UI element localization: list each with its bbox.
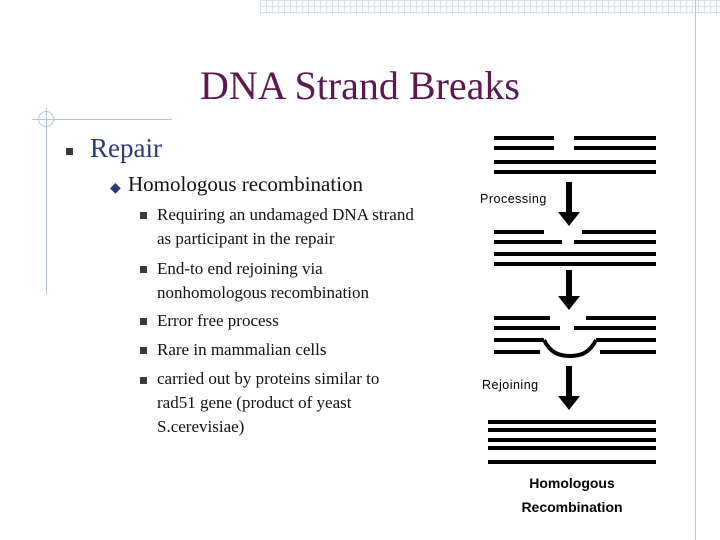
bullet-item-2-line-2: nonhomologous recombination <box>157 283 370 302</box>
bullet-item-3: Error free process <box>157 309 467 333</box>
homologous-recombination-diagram: Processing Rejoining Homologous <box>480 136 656 515</box>
caption-line-1: Homologous <box>529 475 615 491</box>
decorative-circle <box>38 111 54 127</box>
bullet-repair: Repair <box>90 133 162 163</box>
decorative-rule-horizontal <box>32 119 172 120</box>
bullet-item-4: Rare in mammalian cells <box>157 338 467 362</box>
bullet-item-5-line-2: rad51 gene (product of yeast <box>157 393 352 412</box>
bullet-square <box>140 318 147 325</box>
bullet-item-4-line-1: Rare in mammalian cells <box>157 340 327 359</box>
caption-line-2: Recombination <box>521 499 622 515</box>
label-rejoining: Rejoining <box>482 378 539 392</box>
decorative-rule-left <box>46 108 47 294</box>
bullet-item-3-line-1: Error free process <box>157 311 279 330</box>
stage-processed-strands <box>494 230 656 266</box>
label-processing: Processing <box>480 192 547 206</box>
bullet-item-5-line-3: S.cerevisiae) <box>157 417 245 436</box>
arrow-down-icon <box>558 270 580 310</box>
arrow-down-icon <box>558 182 580 226</box>
diamond-bullet-icon: ◆ <box>110 181 121 196</box>
bullet-item-2-line-1: End-to end rejoining via <box>157 259 323 278</box>
decorative-grid <box>260 0 720 14</box>
bullet-square <box>66 148 73 155</box>
arrow-down-icon <box>558 366 580 410</box>
decorative-rule-right <box>695 0 696 540</box>
bullet-item-1: Requiring an undamaged DNA strand as par… <box>157 203 467 251</box>
stage-broken-strands <box>494 136 656 174</box>
stage-strand-invasion <box>494 316 656 359</box>
stage-repaired-strands <box>488 420 656 464</box>
slide-title: DNA Strand Breaks <box>200 63 520 108</box>
bullet-homologous-recombination: Homologous recombination <box>128 172 364 196</box>
bullet-item-1-line-1: Requiring an undamaged DNA strand <box>157 205 414 224</box>
bullet-item-5-line-1: carried out by proteins similar to <box>157 369 380 388</box>
bullet-item-2: End-to end rejoining via nonhomologous r… <box>157 257 467 305</box>
bullet-square <box>140 347 147 354</box>
bullet-square <box>140 212 147 219</box>
bullet-item-1-line-2: as participant in the repair <box>157 229 335 248</box>
bullet-item-5: carried out by proteins similar to rad51… <box>157 367 467 439</box>
bullet-square <box>140 377 147 384</box>
bullet-square <box>140 266 147 273</box>
